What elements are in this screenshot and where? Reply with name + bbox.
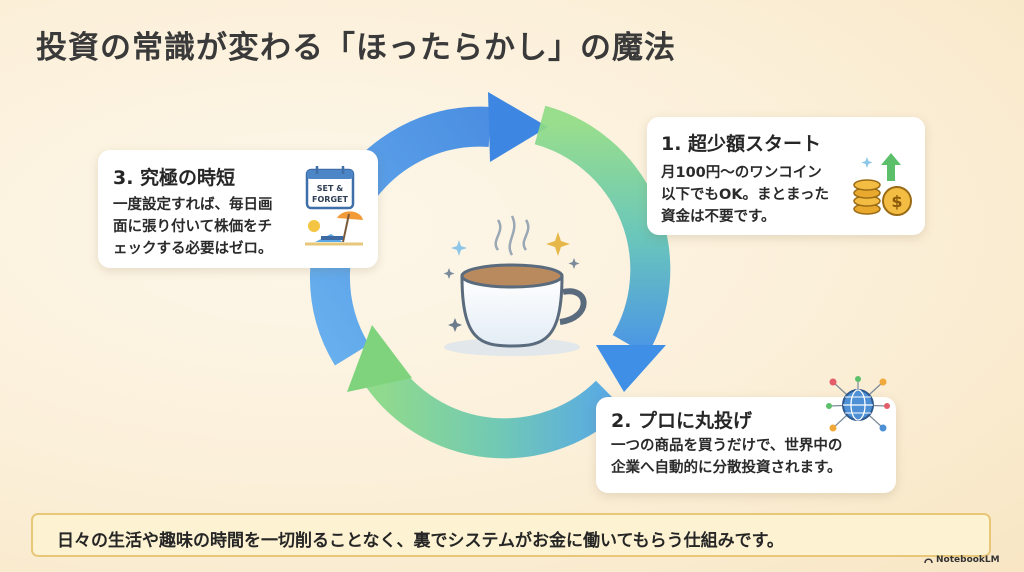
- step-card-3: 3. 究極の時短 一度設定すれば、毎日画 面に張り付いて株価をチ ェックする必要…: [98, 150, 378, 268]
- step-title: 1. 超少額スタート: [661, 133, 822, 155]
- coin-stack-dollar-icon: $: [853, 153, 912, 216]
- summary-banner: 日々の生活や趣味の時間を一切削ることなく、裏でシステムがお金に働いてもらう仕組み…: [31, 513, 991, 557]
- calendar-beach-icon: SET & FORGET: [305, 166, 363, 246]
- notebooklm-logo-icon: [924, 558, 933, 564]
- summary-text: 日々の生活や趣味の時間を一切削ることなく、裏でシステムがお金に働いてもらう仕組み…: [57, 531, 784, 551]
- coffee-cup-icon: [443, 215, 587, 356]
- brand-watermark: NotebookLM: [924, 555, 1000, 565]
- page-title: 投資の常識が変わる「ほったらかし」の魔法: [36, 30, 676, 66]
- step-description: 一つの商品を買うだけで、世界中の 企業へ自動的に分散投資されます。: [611, 438, 843, 476]
- brand-name: NotebookLM: [936, 555, 1000, 565]
- step-title: 2. プロに丸投げ: [611, 410, 753, 432]
- step-card-1: 1. 超少額スタート 月100円〜のワンコイン 以下でもOK。まとまった 資金は…: [647, 117, 925, 235]
- svg-text:$: $: [891, 192, 902, 211]
- step-description: 一度設定すれば、毎日画 面に張り付いて株価をチ ェックする必要はゼロ。: [113, 197, 273, 257]
- step-title: 3. 究極の時短: [113, 167, 236, 189]
- cycle-arrowhead-blue: [488, 92, 548, 162]
- cycle-arrowhead-right: [596, 345, 666, 392]
- step-description: 月100円〜のワンコイン 以下でもOK。まとまった 資金は不要です。: [661, 165, 829, 225]
- cycle-arrowhead-green: [347, 325, 412, 392]
- cycle-arrow-bottom: [363, 360, 625, 459]
- svg-text:FORGET: FORGET: [312, 195, 348, 204]
- svg-text:SET &: SET &: [317, 184, 343, 193]
- globe-network-icon: [826, 376, 890, 432]
- cycle-arrow-right: [534, 105, 671, 356]
